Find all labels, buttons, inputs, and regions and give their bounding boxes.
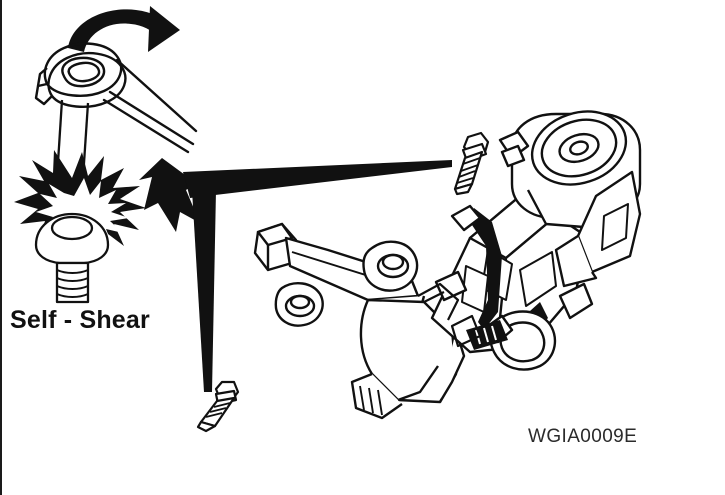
lock-housing-lower-lobe: [350, 298, 466, 420]
lock-clamp-collar: [466, 310, 557, 371]
upper-shear-bolt: [453, 131, 490, 196]
figure-code-label: WGIA0009E: [528, 426, 638, 447]
ignition-lock-cylinder: [498, 110, 642, 230]
shear-bolt-pointer-arrow: [139, 158, 452, 392]
self-shear-label: Self - Shear: [10, 306, 150, 334]
wrench-head: [34, 42, 127, 108]
lock-housing-web-detail: [417, 282, 482, 348]
tighten-rotation-arrow: [68, 6, 180, 52]
lock-clamp-block: [554, 170, 642, 288]
lower-shear-bolt: [196, 380, 240, 433]
sheared-bolt: [34, 212, 110, 304]
frame-left-border: [0, 0, 2, 495]
wrench-handle: [102, 58, 198, 154]
steering-lock-bracket: [253, 222, 426, 327]
